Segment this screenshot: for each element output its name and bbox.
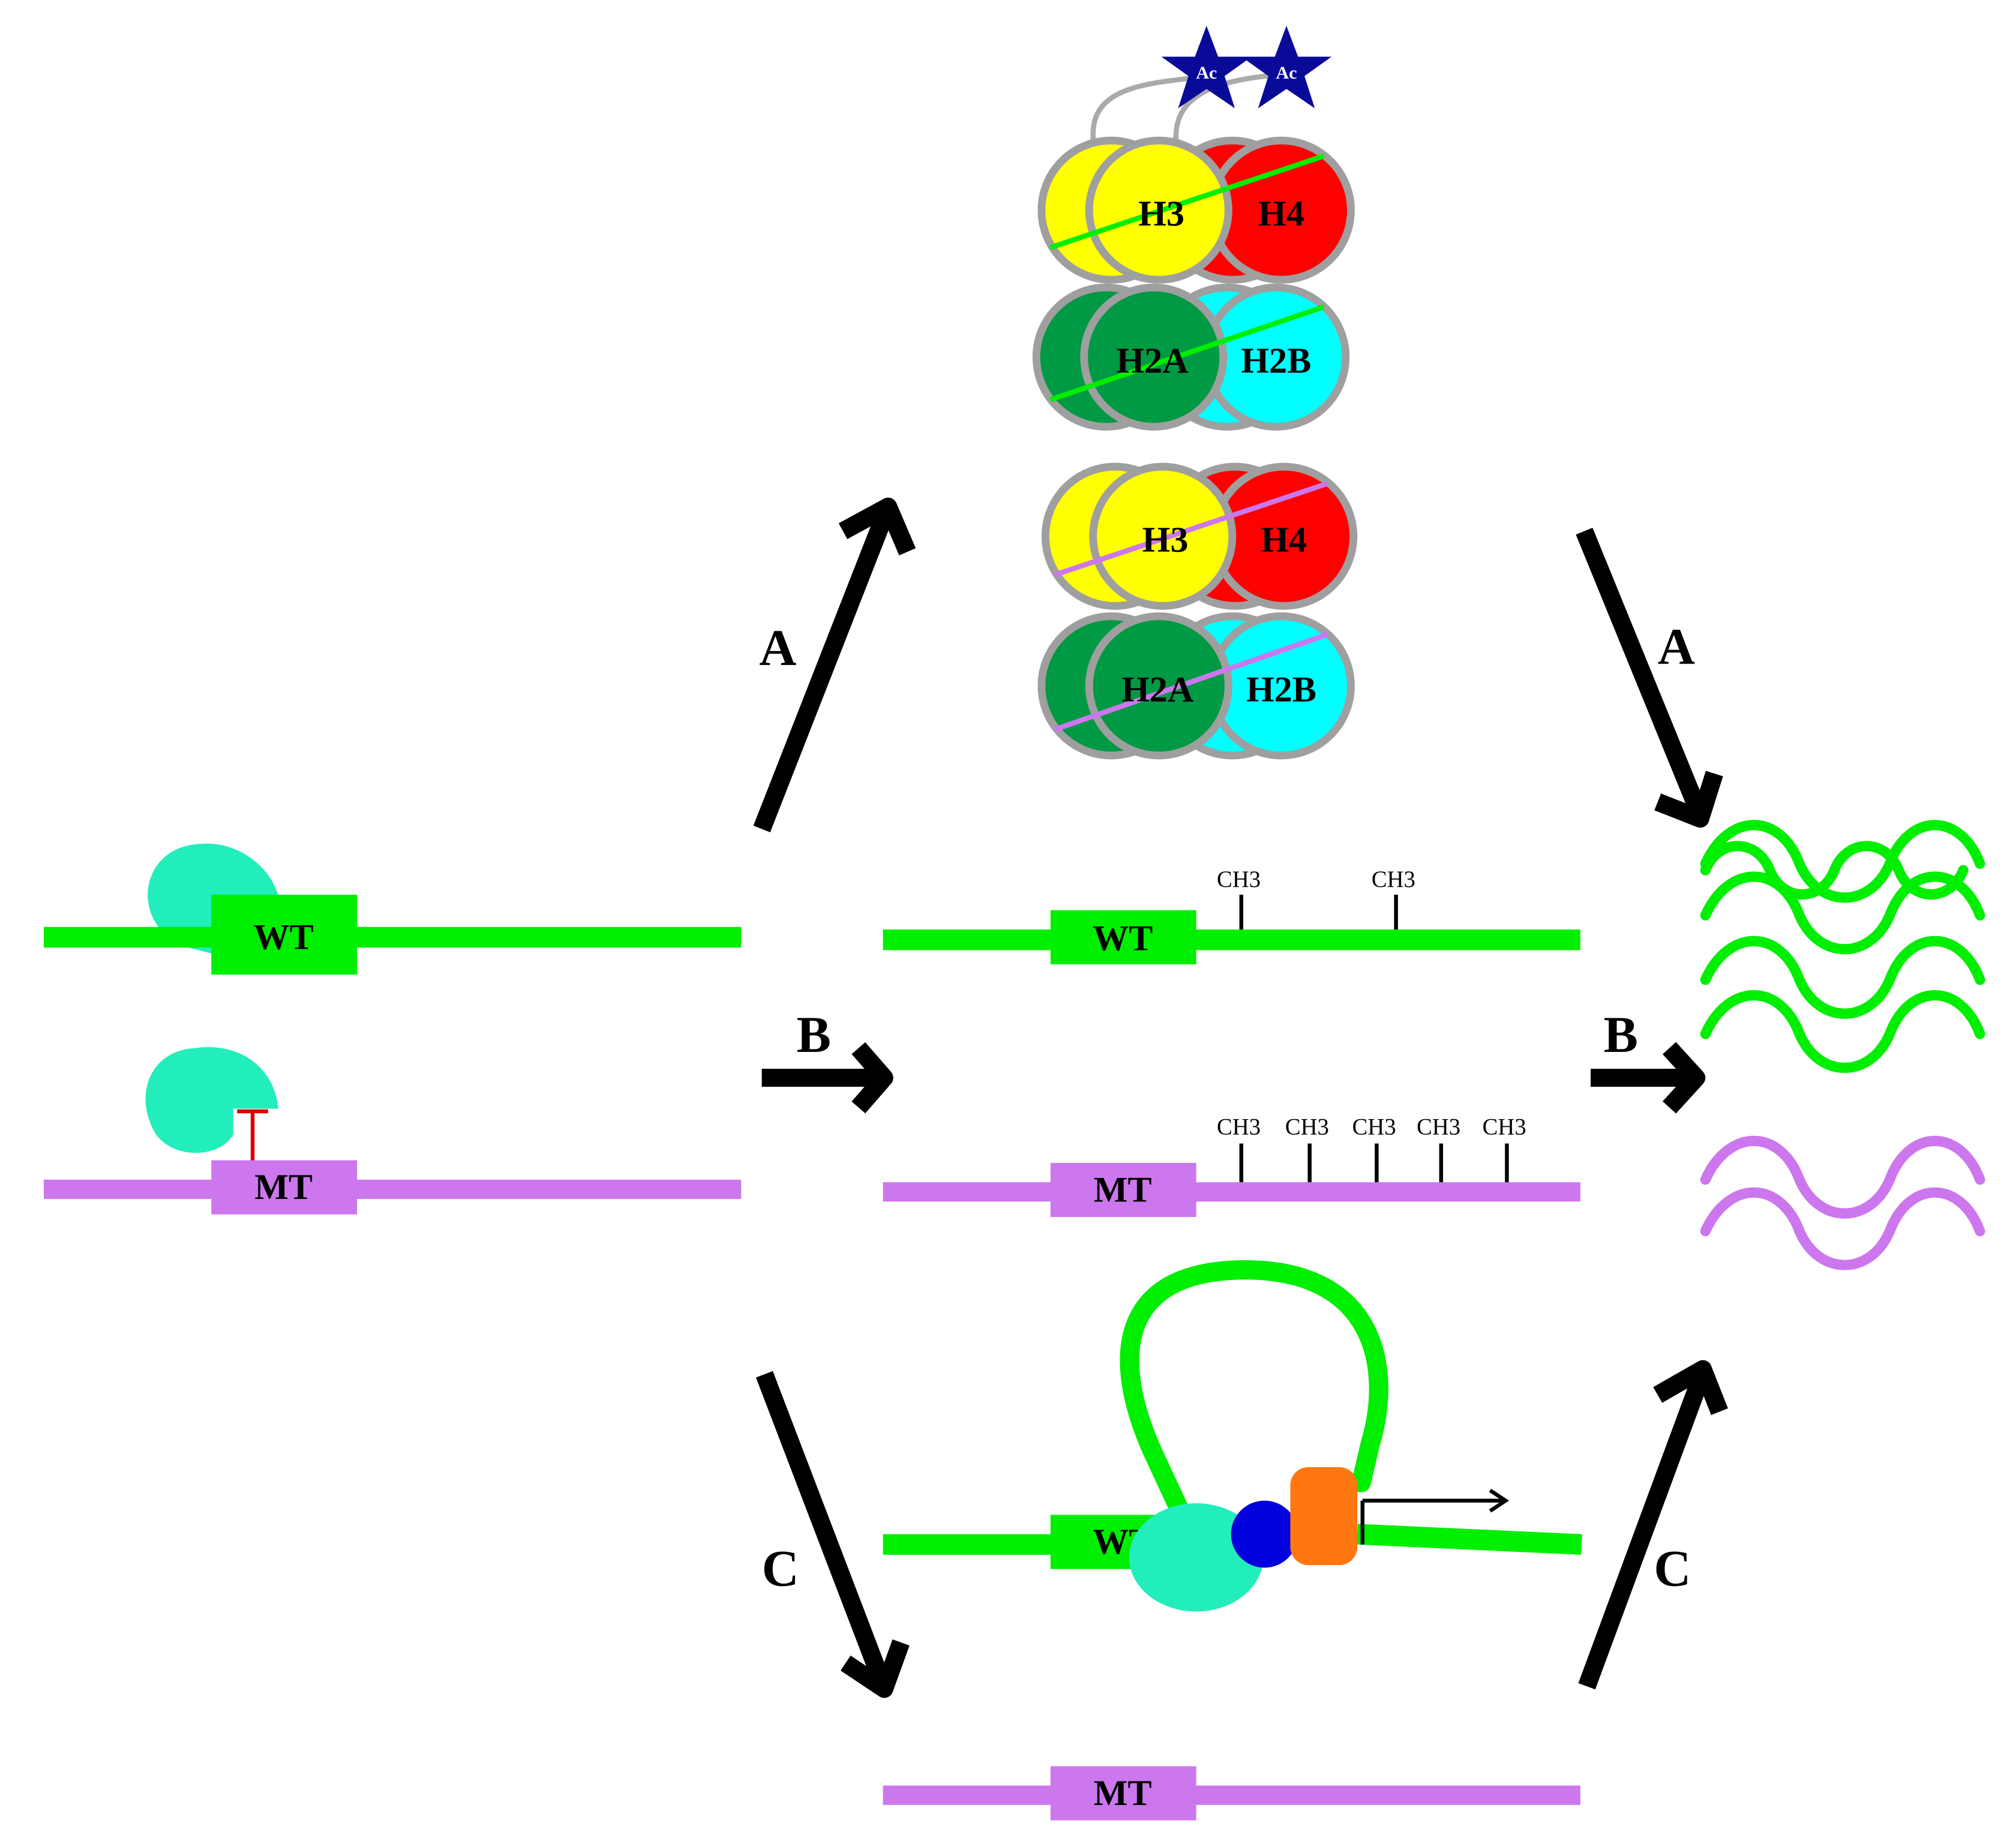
wt-transcript-wave-icon-1	[1700, 841, 1969, 900]
mt-transcript-wave-icon-2	[1700, 1187, 1985, 1270]
arrow-c-up-head	[1653, 1360, 1728, 1416]
methyl-label-mt-2: CH3	[1285, 1115, 1329, 1140]
label-b-right: B	[1604, 1006, 1638, 1063]
label-a-left: A	[759, 619, 796, 677]
tss-arrow-head	[1489, 1488, 1510, 1513]
mt-gene-box-bottom	[1050, 1766, 1196, 1821]
arrow-c-up	[1578, 1376, 1709, 1690]
wt-dna-strand	[43, 927, 742, 948]
wt-transcript-wave-icon-3	[1700, 871, 1985, 955]
histone-tail-2	[1173, 72, 1278, 149]
h4-label-mt: H4	[1261, 520, 1307, 560]
wt-dna-wrap-bottom	[1049, 304, 1325, 403]
orange-protein	[1290, 1467, 1358, 1566]
h2a-circle	[1080, 283, 1228, 431]
wt-transcript-wave-icon-4	[1700, 936, 1985, 1019]
mt-dna-strand-middle	[883, 1182, 1580, 1202]
blue-protein	[1231, 1500, 1298, 1568]
h2a-label-mt: H2A	[1121, 670, 1193, 710]
arrow-a-up-head	[838, 497, 916, 556]
histone-octamer-mt: H3 H4 H2A H2B	[1037, 463, 1358, 760]
mt-dna-strand	[43, 1179, 742, 1200]
mt-alone: MT	[883, 1766, 1580, 1821]
h2b-label-mt: H2B	[1246, 670, 1316, 710]
acetyl-star-icon-1	[1161, 25, 1252, 109]
label-c-left: C	[762, 1540, 799, 1597]
wt-gene-box	[211, 895, 358, 975]
acetyl-label-1: Ac	[1196, 62, 1217, 83]
wt-gene-label-middle: WT	[1093, 918, 1153, 958]
pathway-arrows-left: A B C	[753, 497, 916, 1698]
methyl-label-mt-1: CH3	[1217, 1115, 1261, 1140]
mt-gene-box	[211, 1160, 358, 1215]
h2a-label-top: H2A	[1116, 341, 1188, 381]
label-b-left: B	[797, 1006, 831, 1063]
arrow-a-up	[753, 509, 894, 832]
pathway-arrows-right: A B C	[1576, 527, 1728, 1690]
wt-transcript-wave-icon-5	[1700, 990, 1985, 1074]
mt-transcript-wave-icon-1	[1700, 1136, 1985, 1219]
mt-dna-strand-bottom	[883, 1785, 1580, 1805]
methyl-label-mt-4: CH3	[1417, 1115, 1460, 1140]
mt-gene-box-middle	[1050, 1162, 1196, 1218]
wt-dna-tail	[1357, 1524, 1582, 1555]
transcripts-mt	[1700, 1136, 1985, 1270]
methylation-wt: WT CH3 CH3	[883, 867, 1580, 965]
methyl-label-mt-5: CH3	[1483, 1115, 1526, 1140]
h2b-label-top: H2B	[1241, 341, 1311, 381]
wt-transcript-wave-icon-2	[1700, 820, 1985, 903]
transcripts-wt	[1700, 820, 1985, 1074]
arrow-a-down	[1576, 527, 1708, 816]
mt-dna-wrap-top	[1053, 481, 1329, 578]
mt-gene-label-bottom: MT	[1094, 1773, 1152, 1813]
acetyl-label-2: Ac	[1276, 62, 1297, 83]
h3-label-mt: H3	[1142, 520, 1189, 560]
acetyl-star-icon-2	[1241, 25, 1332, 109]
wt-dna-loop	[1120, 1260, 1388, 1542]
h3-label-top: H3	[1138, 194, 1184, 234]
h2a-circle-mt	[1085, 612, 1232, 760]
wt-dna-strand-middle	[883, 930, 1580, 951]
mt-gene-left: MT	[43, 1047, 742, 1215]
mt-gene-label-middle: MT	[1094, 1170, 1152, 1210]
arrow-c-down	[755, 1371, 890, 1684]
mt-factor-blob	[145, 1047, 278, 1153]
methyl-label-mt-3: CH3	[1352, 1115, 1396, 1140]
histone-octamer-wt: Ac Ac H3 H4 H2A H2B	[1032, 25, 1355, 431]
loop-factor-blob	[1129, 1503, 1264, 1612]
histone-tail-1	[1090, 74, 1201, 149]
h4-label-top: H4	[1258, 194, 1304, 234]
wt-gene-left: WT	[43, 843, 742, 975]
label-a-right: A	[1658, 617, 1695, 675]
methylation-mt: MT CH3 CH3 CH3 CH3 CH3	[883, 1115, 1580, 1218]
wt-gene-label: WT	[253, 917, 313, 957]
methyl-label-wt-2: CH3	[1372, 867, 1415, 892]
left-initial-state: WT MT	[43, 843, 742, 1215]
arrow-c-down-head	[840, 1639, 910, 1698]
loop-wt: WT	[883, 1260, 1582, 1612]
mt-gene-label: MT	[254, 1167, 313, 1207]
wt-dna-wrap-top	[1049, 153, 1325, 250]
mt-dna-wrap-bottom	[1053, 631, 1329, 733]
methyl-label-wt-1: CH3	[1217, 867, 1261, 892]
arrow-b-right-head	[1663, 1042, 1706, 1114]
arrow-b-left-head	[851, 1042, 893, 1114]
wt-gene-box-middle	[1050, 910, 1196, 965]
arrow-a-down-head	[1654, 770, 1723, 828]
label-c-right: C	[1654, 1540, 1691, 1597]
